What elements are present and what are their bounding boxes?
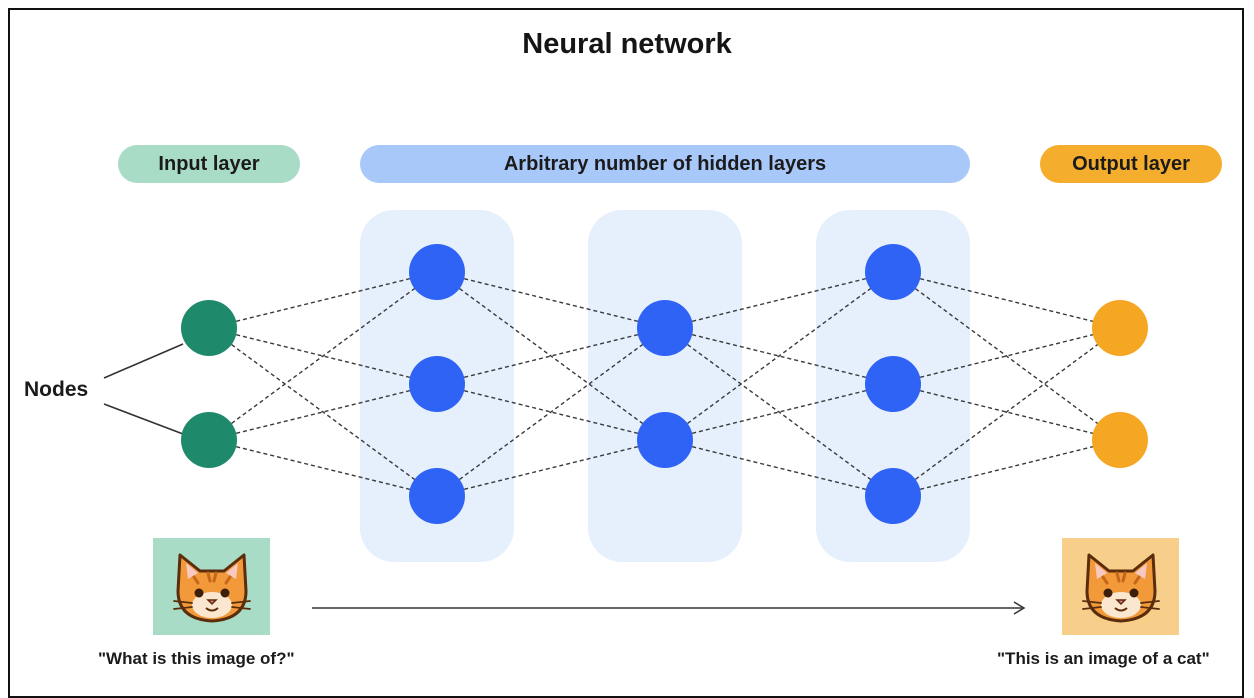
hidden-2-node bbox=[637, 412, 693, 468]
output-layer-label: Output layer bbox=[1040, 145, 1222, 183]
output-node bbox=[1092, 412, 1148, 468]
output-image bbox=[1062, 538, 1179, 635]
connection-line bbox=[208, 327, 438, 497]
input-layer-label: Input layer bbox=[118, 145, 300, 183]
connection-line bbox=[208, 271, 438, 441]
connection-line bbox=[436, 327, 666, 497]
nodes-label: Nodes bbox=[24, 378, 89, 401]
input-image bbox=[153, 538, 270, 635]
input-node bbox=[181, 300, 237, 356]
connection-line bbox=[664, 327, 894, 497]
hidden-3-node bbox=[865, 468, 921, 524]
hidden-3-node bbox=[865, 244, 921, 300]
output-node bbox=[1092, 300, 1148, 356]
cat-face-icon bbox=[172, 553, 251, 622]
input-node bbox=[181, 412, 237, 468]
hidden-3-node bbox=[865, 356, 921, 412]
nodes-pointer-line bbox=[103, 343, 184, 379]
output-caption: "This is an image of a cat" bbox=[997, 649, 1210, 668]
connection-line bbox=[892, 271, 1121, 329]
nodes-pointers bbox=[103, 343, 184, 435]
connection-line bbox=[892, 271, 1121, 441]
hidden-layer-panel bbox=[588, 210, 742, 562]
connection-line bbox=[892, 383, 1121, 441]
connection-line bbox=[892, 327, 1121, 385]
input-caption: "What is this image of?" bbox=[98, 649, 295, 668]
hidden-layers-label: Arbitrary number of hidden layers bbox=[360, 145, 970, 183]
connection-line bbox=[892, 439, 1121, 497]
hidden-1-node bbox=[409, 468, 465, 524]
connection-line bbox=[892, 327, 1121, 497]
network-nodes bbox=[181, 244, 1148, 524]
hidden-2-node bbox=[637, 300, 693, 356]
diagram-title: Neural network bbox=[522, 28, 732, 60]
cat-face-icon bbox=[1081, 553, 1160, 622]
arrow-right-icon bbox=[312, 601, 1026, 615]
connections bbox=[208, 271, 1121, 497]
nodes-pointer-line bbox=[103, 403, 184, 435]
hidden-1-node bbox=[409, 356, 465, 412]
connection-line bbox=[664, 271, 894, 441]
connection-line bbox=[436, 271, 666, 441]
hidden-1-node bbox=[409, 244, 465, 300]
